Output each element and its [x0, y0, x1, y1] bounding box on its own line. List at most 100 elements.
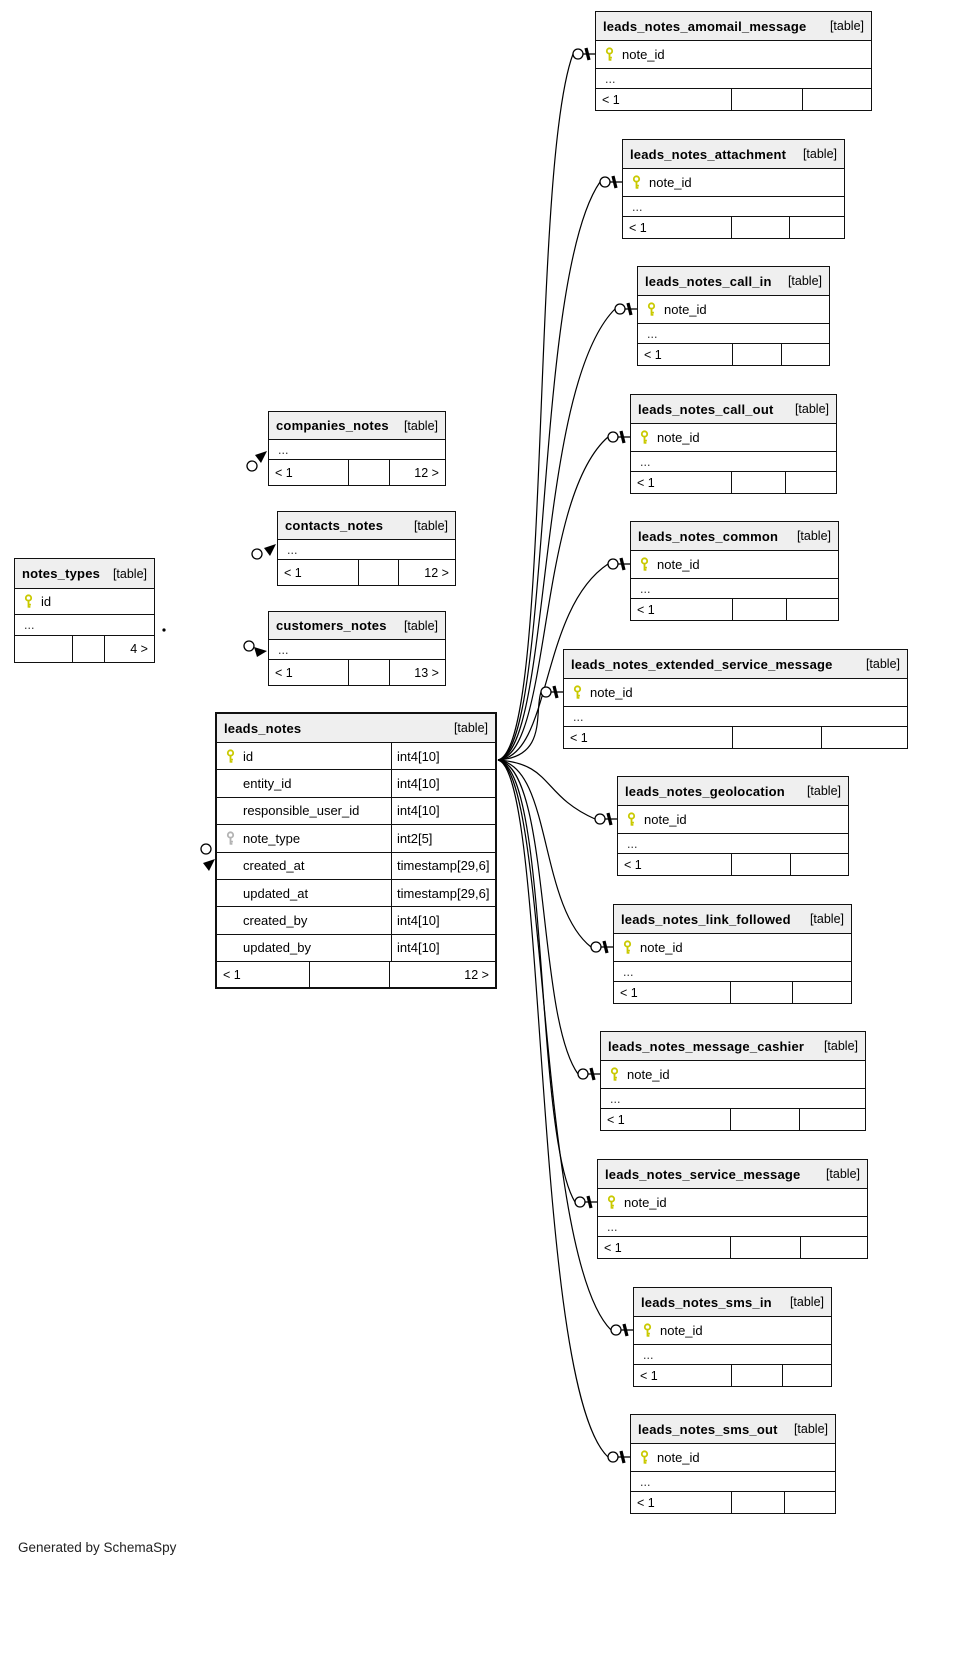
footer-children-count: < 1 — [624, 857, 642, 872]
column-row-note_id: note_id — [638, 295, 829, 323]
relationship-curve — [497, 759, 609, 1458]
table-name[interactable]: leads_notes_common — [638, 528, 779, 544]
relationship-curve — [497, 53, 574, 761]
footer-parents-count: 12 > — [389, 962, 495, 987]
table-footer: < 1 — [634, 1364, 831, 1386]
primary-key-icon — [632, 175, 641, 189]
column-type: timestamp[29,6] — [391, 852, 495, 879]
footer-children-count: < 1 — [602, 92, 620, 107]
column-row-note_type: note_type int2[5] — [217, 824, 495, 852]
table-header: leads_notes_link_followed [table] — [614, 905, 851, 933]
column-row-note_id: note_id — [631, 423, 836, 451]
footer-spacer-cell — [731, 472, 784, 493]
table-name[interactable]: leads_notes_sms_out — [638, 1421, 778, 1437]
table-name[interactable]: leads_notes — [224, 720, 302, 736]
hidden-columns-ellipsis: ... — [278, 539, 455, 559]
column-name: note_type — [243, 830, 301, 846]
table-name[interactable]: leads_notes_geolocation — [625, 783, 785, 799]
footer-children-count: < 1 — [644, 347, 662, 362]
table-tag: [table] — [806, 784, 841, 798]
pk-key-slot — [631, 1450, 657, 1465]
pk-key-slot — [634, 1323, 660, 1338]
table-name[interactable]: leads_notes_attachment — [630, 146, 787, 162]
table-tag: [table] — [823, 1039, 858, 1053]
table-tag: [table] — [413, 518, 448, 533]
column-row-note_id: note_id — [596, 40, 871, 68]
relationship-curve — [497, 759, 592, 948]
footer-spacer-cell — [730, 89, 803, 110]
table-tag: [table] — [809, 912, 844, 926]
table-footer: < 1 — [631, 471, 836, 493]
footer-parents-count: 4 > — [103, 636, 154, 662]
table-footer: < 1 — [601, 1108, 865, 1130]
hidden-columns-ellipsis: ... — [596, 68, 871, 88]
table-name[interactable]: customers_notes — [276, 618, 387, 633]
column-type: timestamp[29,6] — [391, 879, 495, 907]
hidden-columns-ellipsis: ... — [269, 639, 445, 659]
table-name[interactable]: leads_notes_call_in — [645, 273, 772, 289]
table-footer: < 1 13 > — [269, 659, 445, 685]
table-name[interactable]: leads_notes_call_out — [638, 401, 774, 417]
table-name[interactable]: leads_notes_link_followed — [621, 911, 791, 927]
footer-parents-count — [788, 217, 844, 238]
column-row-note_id: note_id — [631, 1443, 835, 1471]
table-leads_notes_service_message: leads_notes_service_message [table] note_i… — [597, 1159, 868, 1259]
table-leads_notes_call_in: leads_notes_call_in[table]note_id...< 1 — [637, 266, 830, 366]
column-row-created_by: created_by int4[10] — [217, 906, 495, 934]
footer-spacer-cell — [732, 599, 786, 620]
hidden-columns-ellipsis: ... — [631, 451, 836, 471]
zero-or-one-endpoint — [590, 940, 615, 954]
table-name[interactable]: companies_notes — [276, 418, 389, 433]
footer-spacer-cell — [730, 854, 791, 875]
relationship-curve — [497, 759, 596, 820]
table-name[interactable]: leads_notes_sms_in — [641, 1294, 772, 1310]
many-endpoint — [246, 451, 267, 472]
column-row-updated_at: updated_at timestamp[29,6] — [217, 878, 495, 907]
column-name: updated_at — [243, 885, 309, 901]
column-name: id — [243, 748, 254, 764]
hidden-columns-ellipsis: ... — [631, 578, 838, 598]
footer-spacer-cell — [357, 560, 399, 585]
column-name: note_id — [657, 1450, 700, 1465]
table-name[interactable]: contacts_notes — [285, 518, 384, 533]
footer-parents-count: 13 > — [388, 660, 445, 685]
footer-children-count: < 1 — [629, 220, 647, 235]
foreign-key-icon — [226, 831, 235, 845]
table-name[interactable]: leads_notes_message_cashier — [608, 1038, 805, 1054]
table-name[interactable]: leads_notes_amomail_message — [603, 18, 807, 34]
column-name: note_id — [627, 1067, 670, 1082]
pk-key-slot — [631, 557, 657, 572]
footer-children-count: < 1 — [637, 602, 655, 617]
footer-children-count: < 1 — [637, 1495, 655, 1510]
column-name: created_by — [243, 912, 308, 928]
table-tag: [table] — [825, 1167, 860, 1181]
many-endpoint — [243, 640, 267, 657]
footer-children-count: < 1 — [275, 665, 293, 680]
fk-key-slot — [217, 831, 243, 846]
table-name[interactable]: leads_notes_extended_service_message — [571, 656, 833, 672]
column-row-note_id: note_id — [598, 1188, 867, 1216]
footer-spacer-cell — [731, 217, 788, 238]
column-type: int2[5] — [391, 825, 495, 852]
pk-key-slot — [598, 1195, 624, 1210]
table-name[interactable]: leads_notes_service_message — [605, 1166, 801, 1182]
footer-spacer-cell — [729, 1237, 800, 1258]
zero-or-one-endpoint — [610, 1323, 635, 1337]
zero-or-one-endpoint — [607, 557, 632, 571]
pk-key-slot — [614, 940, 640, 955]
column-name: note_id — [664, 302, 707, 317]
table-tag: [table] — [787, 274, 822, 288]
footer-spacer-cell — [730, 1109, 799, 1130]
table-footer: < 1 — [596, 88, 871, 110]
table-name[interactable]: notes_types — [22, 566, 101, 581]
table-leads_notes_geolocation: leads_notes_geolocation[table]note_id...… — [617, 776, 849, 876]
zero-or-one-endpoint — [594, 812, 619, 826]
column-type: int4[10] — [391, 907, 495, 934]
table-footer: < 1 — [598, 1236, 867, 1258]
footer-spacer-cell — [731, 344, 782, 365]
primary-key-icon — [627, 812, 636, 826]
table-footer: < 1 — [614, 981, 851, 1003]
